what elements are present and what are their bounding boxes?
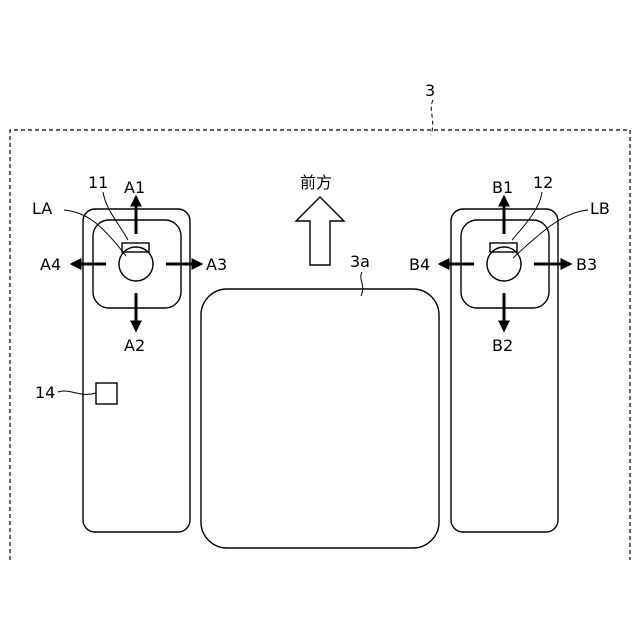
screen-label: 3a [350,252,370,271]
right-stick-leader [513,210,588,258]
left-stick-label: LA [32,199,52,218]
screen-leader [361,272,363,296]
right-num-leader [512,192,542,240]
label-b3: B3 [576,255,597,274]
left-num-label: 11 [88,173,108,192]
front-label: 前方 [300,173,332,192]
device-label: 3 [425,81,435,100]
label-b4: B4 [409,255,430,274]
right-controller [451,209,558,532]
label-a2: A2 [124,336,145,355]
label-a4: A4 [40,255,61,274]
label-a3: A3 [206,255,227,274]
screen-area [201,289,439,548]
device-leader [431,100,433,135]
button-num-leader [58,391,96,394]
right-num-label: 12 [533,173,553,192]
button-14 [96,383,117,404]
front-arrow [296,197,344,265]
label-b2: B2 [492,336,513,355]
label-b1: B1 [492,178,513,197]
left-controller [83,209,190,532]
button-num-label: 14 [35,383,55,402]
right-stick-label: LB [590,199,610,218]
label-a1: A1 [124,178,145,197]
left-stick-leader [64,210,126,256]
